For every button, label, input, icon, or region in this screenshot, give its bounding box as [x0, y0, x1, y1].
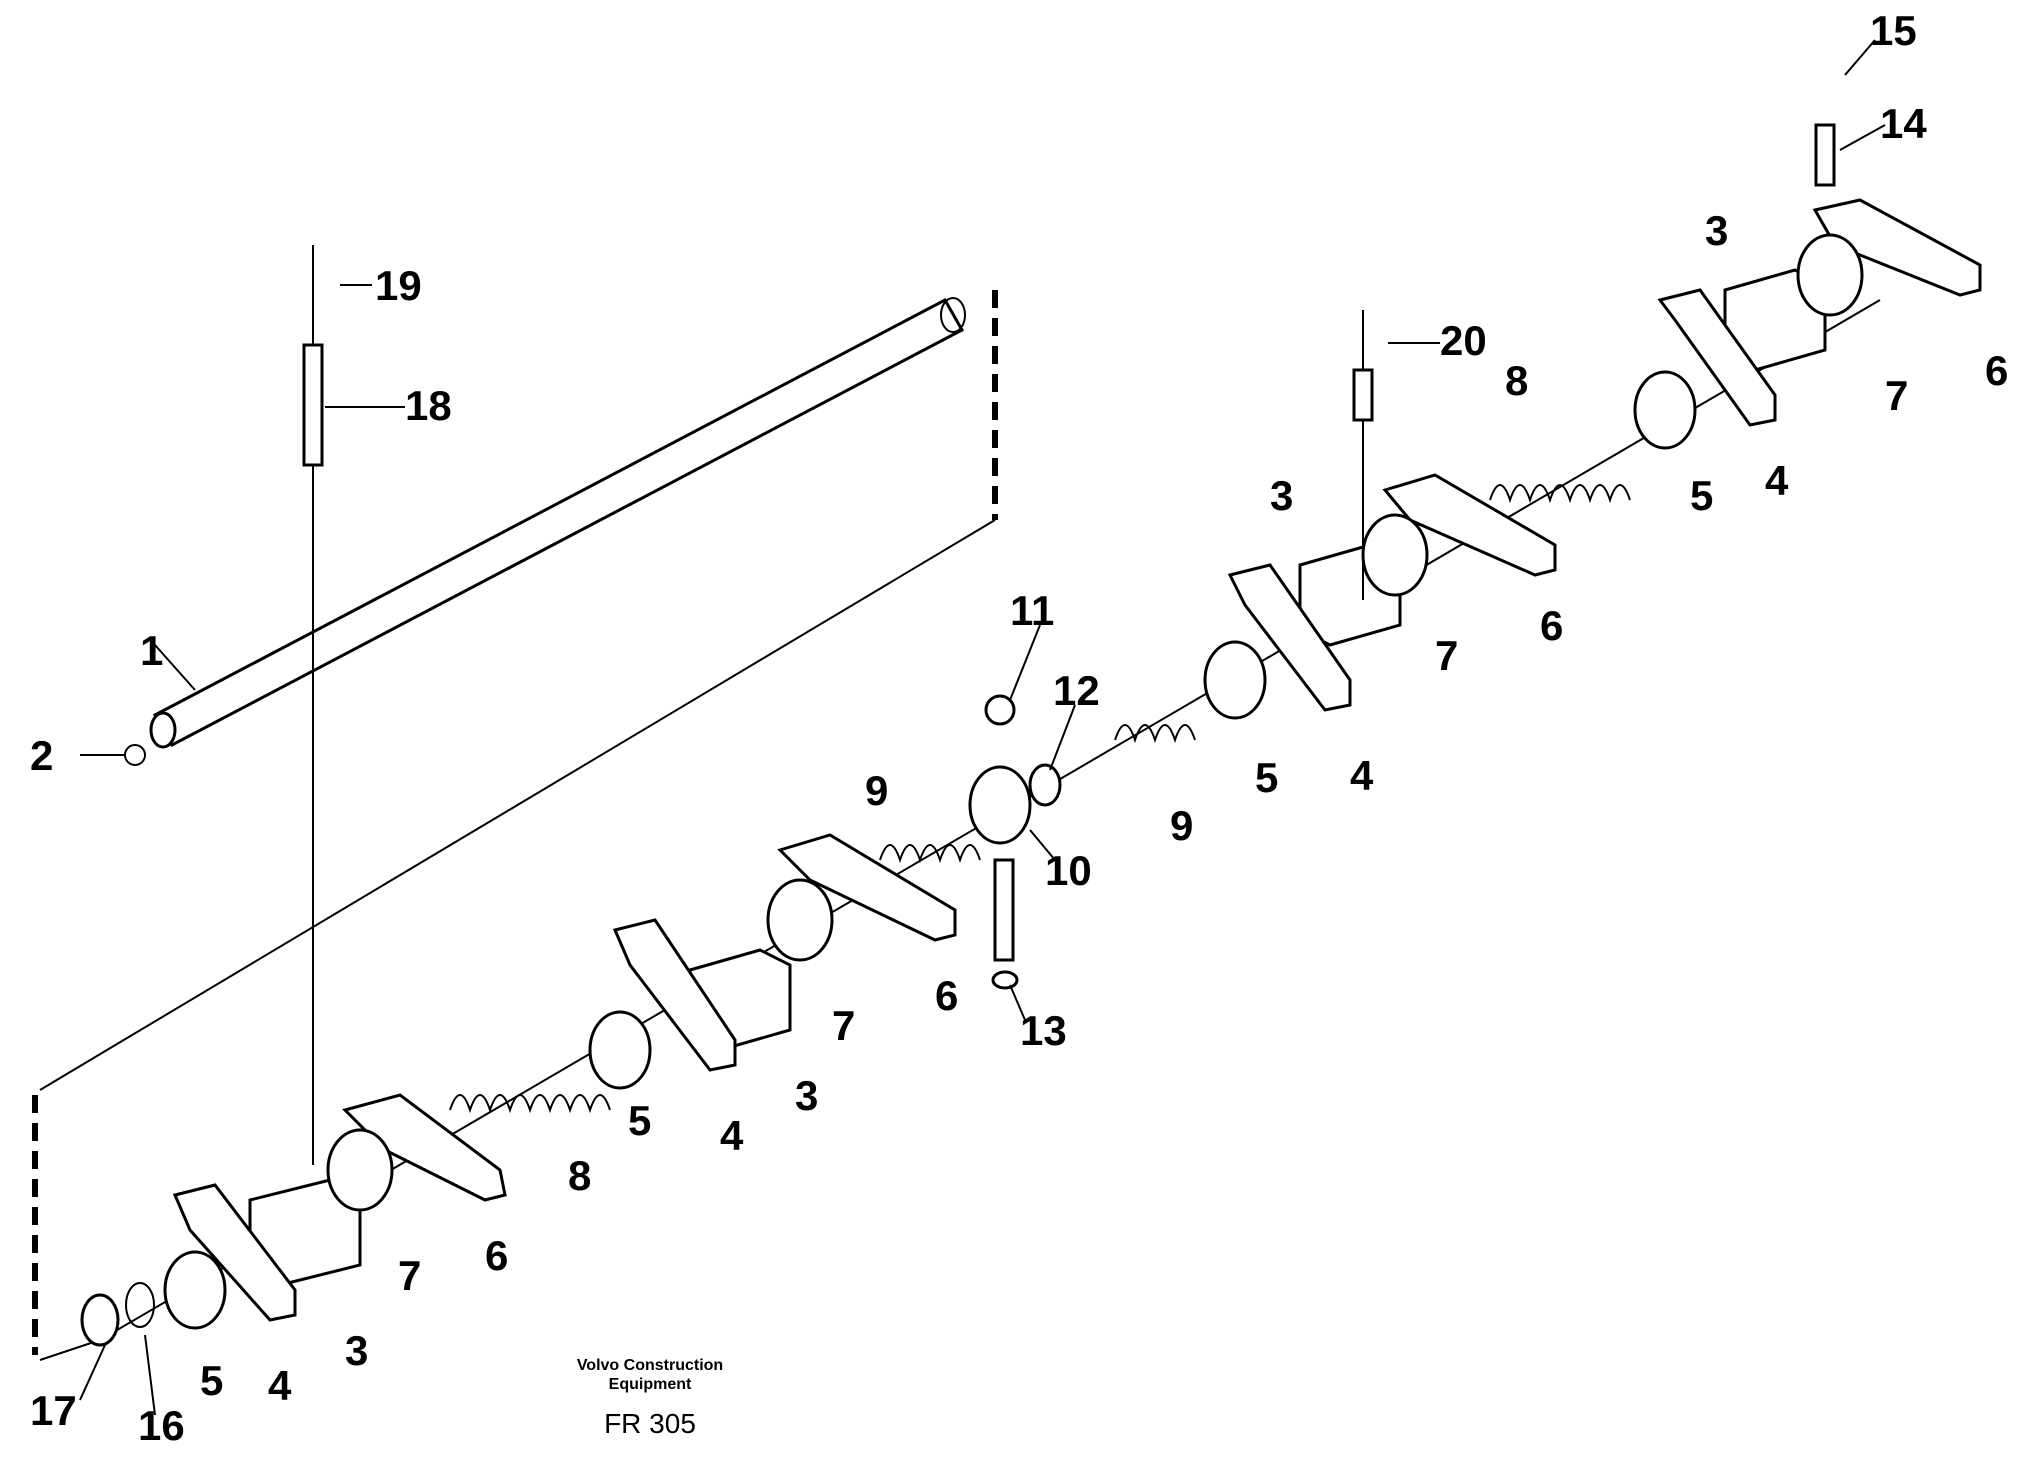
callout-5c: 5 [1255, 754, 1278, 801]
callout-16: 16 [138, 1402, 185, 1449]
callout-17: 17 [30, 1387, 77, 1434]
callout-3a: 3 [345, 1327, 368, 1374]
callout-13: 13 [1020, 1007, 1067, 1054]
callout-3c: 3 [1270, 472, 1293, 519]
callout-8a: 8 [568, 1152, 591, 1199]
callout-8b: 8 [1505, 357, 1528, 404]
callout-9b: 9 [1170, 802, 1193, 849]
callout-20: 20 [1440, 317, 1487, 364]
callout-15: 15 [1870, 7, 1917, 54]
callout-7d: 7 [1885, 372, 1908, 419]
callout-3d: 3 [1705, 207, 1728, 254]
callout-12: 12 [1053, 667, 1100, 714]
callout-2: 2 [30, 732, 53, 779]
shaft-outline-line [39, 519, 996, 1361]
callout-4c: 4 [1350, 752, 1374, 799]
callout-3b: 3 [795, 1072, 818, 1119]
brand-line-2: Equipment [608, 1376, 692, 1393]
callout-6d: 6 [1985, 347, 2008, 394]
callout-6a: 6 [485, 1232, 508, 1279]
stud-and-nut [302, 245, 324, 1165]
rocker-shaft [124, 297, 966, 766]
figure-code: FR 305 [604, 1408, 696, 1439]
callout-9a: 9 [865, 767, 888, 814]
callout-11: 11 [1010, 587, 1054, 634]
callout-4a: 4 [268, 1362, 292, 1409]
rocker-components [80, 123, 1982, 1347]
callout-6b: 6 [935, 972, 958, 1019]
publisher-footer: Volvo Construction Equipment FR 305 [520, 1356, 780, 1440]
callout-14: 14 [1880, 100, 1927, 147]
callout-5d: 5 [1690, 472, 1713, 519]
callout-7b: 7 [832, 1002, 855, 1049]
callout-5a: 5 [200, 1357, 223, 1404]
callout-7a: 7 [398, 1252, 421, 1299]
callout-18: 18 [405, 382, 452, 429]
callout-19: 19 [375, 262, 422, 309]
brand-line-1: Volvo Construction [576, 1357, 724, 1374]
callout-4b: 4 [720, 1112, 744, 1159]
callout-10: 10 [1045, 847, 1092, 894]
callout-5b: 5 [628, 1097, 651, 1144]
callout-7c: 7 [1435, 632, 1458, 679]
callout-1: 1 [140, 627, 163, 674]
callout-6c: 6 [1540, 602, 1563, 649]
callouts: 1 2 3 3 3 3 4 4 4 4 5 5 5 5 6 6 6 6 7 7 … [30, 7, 2008, 1449]
callout-4d: 4 [1765, 457, 1789, 504]
leader-lines [79, 39, 1886, 1416]
